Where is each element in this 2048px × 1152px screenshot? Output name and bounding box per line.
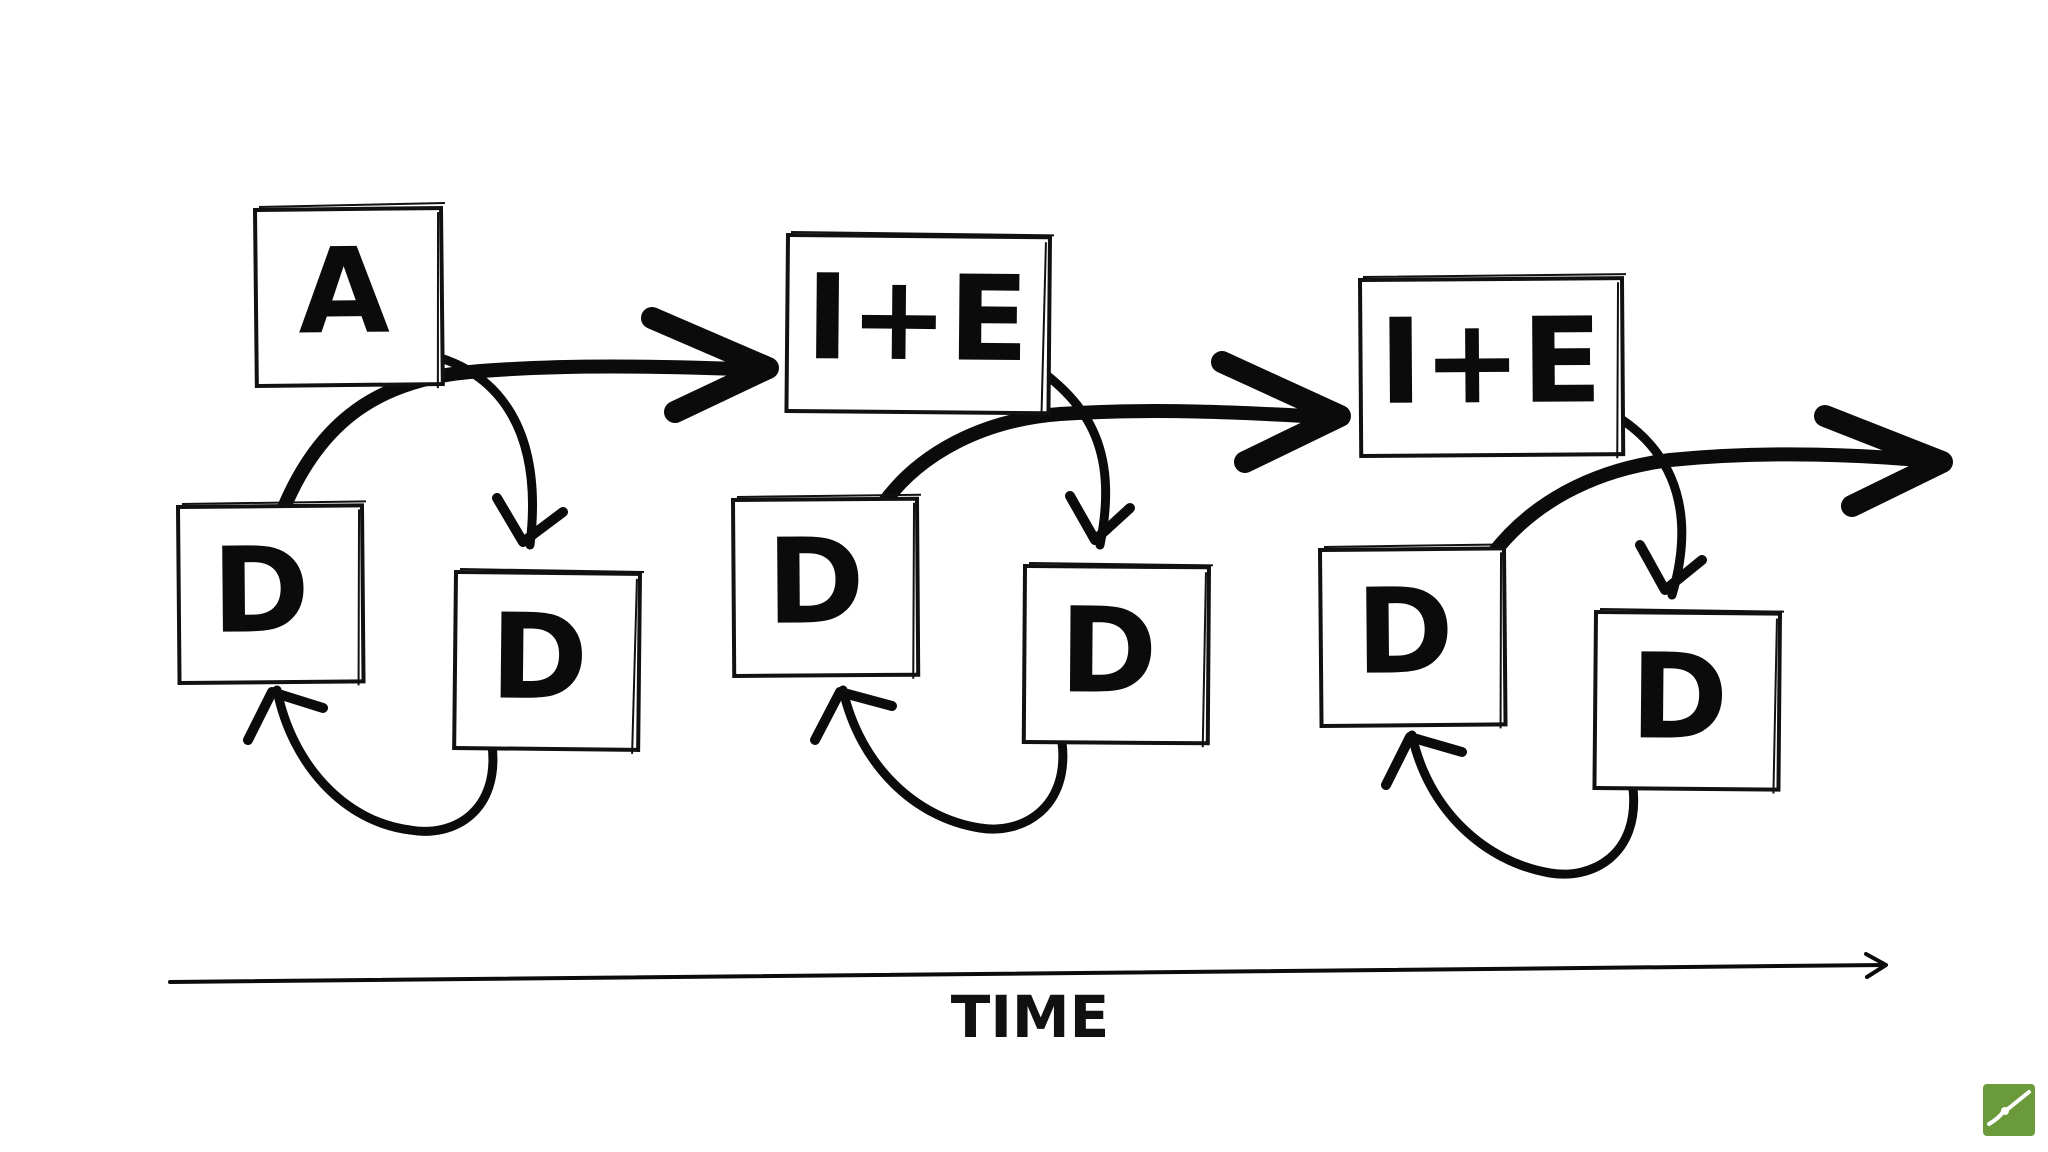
box-d-6: D (1592, 608, 1785, 794)
flow-arrow-3-head (1814, 405, 1953, 517)
box-d-4-label: D (1059, 581, 1158, 720)
loop-arrow-down-1-head (492, 493, 568, 547)
flow-arrow-2 (879, 404, 1347, 507)
box-d-1-label: D (211, 521, 310, 660)
trend-line-icon (1983, 1084, 2035, 1136)
loop-arrow-back-2 (838, 685, 1068, 834)
box-d-6-label: D (1630, 627, 1729, 766)
loop-arrow-down-2-head (1065, 491, 1135, 545)
loop-arrow-down-1 (425, 350, 537, 550)
loop-arrow-down-3-head (1635, 540, 1707, 595)
box-d-5: D (1317, 543, 1508, 729)
loop-arrow-back-1-head (243, 687, 328, 745)
box-a: A (252, 202, 445, 389)
box-d-5-label: D (1355, 562, 1454, 701)
box-ie-2: I+E (1357, 273, 1626, 459)
time-axis-line (168, 963, 1887, 984)
box-a-label: A (297, 222, 390, 361)
box-d-4: D (1021, 562, 1214, 748)
loop-arrow-back-3-head (1381, 732, 1467, 790)
time-axis-label: TIME (951, 983, 1109, 1051)
box-d-2: D (452, 568, 645, 754)
loop-arrow-back-2-head (810, 687, 897, 745)
loop-arrow-back-1 (272, 685, 498, 836)
box-ie-1-label: I+E (805, 248, 1030, 388)
box-ie-2-label: I+E (1378, 291, 1602, 431)
loop-arrow-back-3 (1407, 730, 1639, 879)
box-ie-1: I+E (784, 231, 1055, 418)
box-d-1: D (175, 500, 366, 686)
time-axis-arrowhead (1864, 952, 1888, 979)
flow-arrow-3 (1485, 447, 1947, 562)
flow-arrow-1-head (641, 307, 779, 423)
box-d-3-label: D (766, 512, 865, 651)
flow-arrow-2-head (1211, 351, 1351, 473)
box-d-2-label: D (489, 587, 588, 726)
box-d-3: D (730, 493, 921, 679)
